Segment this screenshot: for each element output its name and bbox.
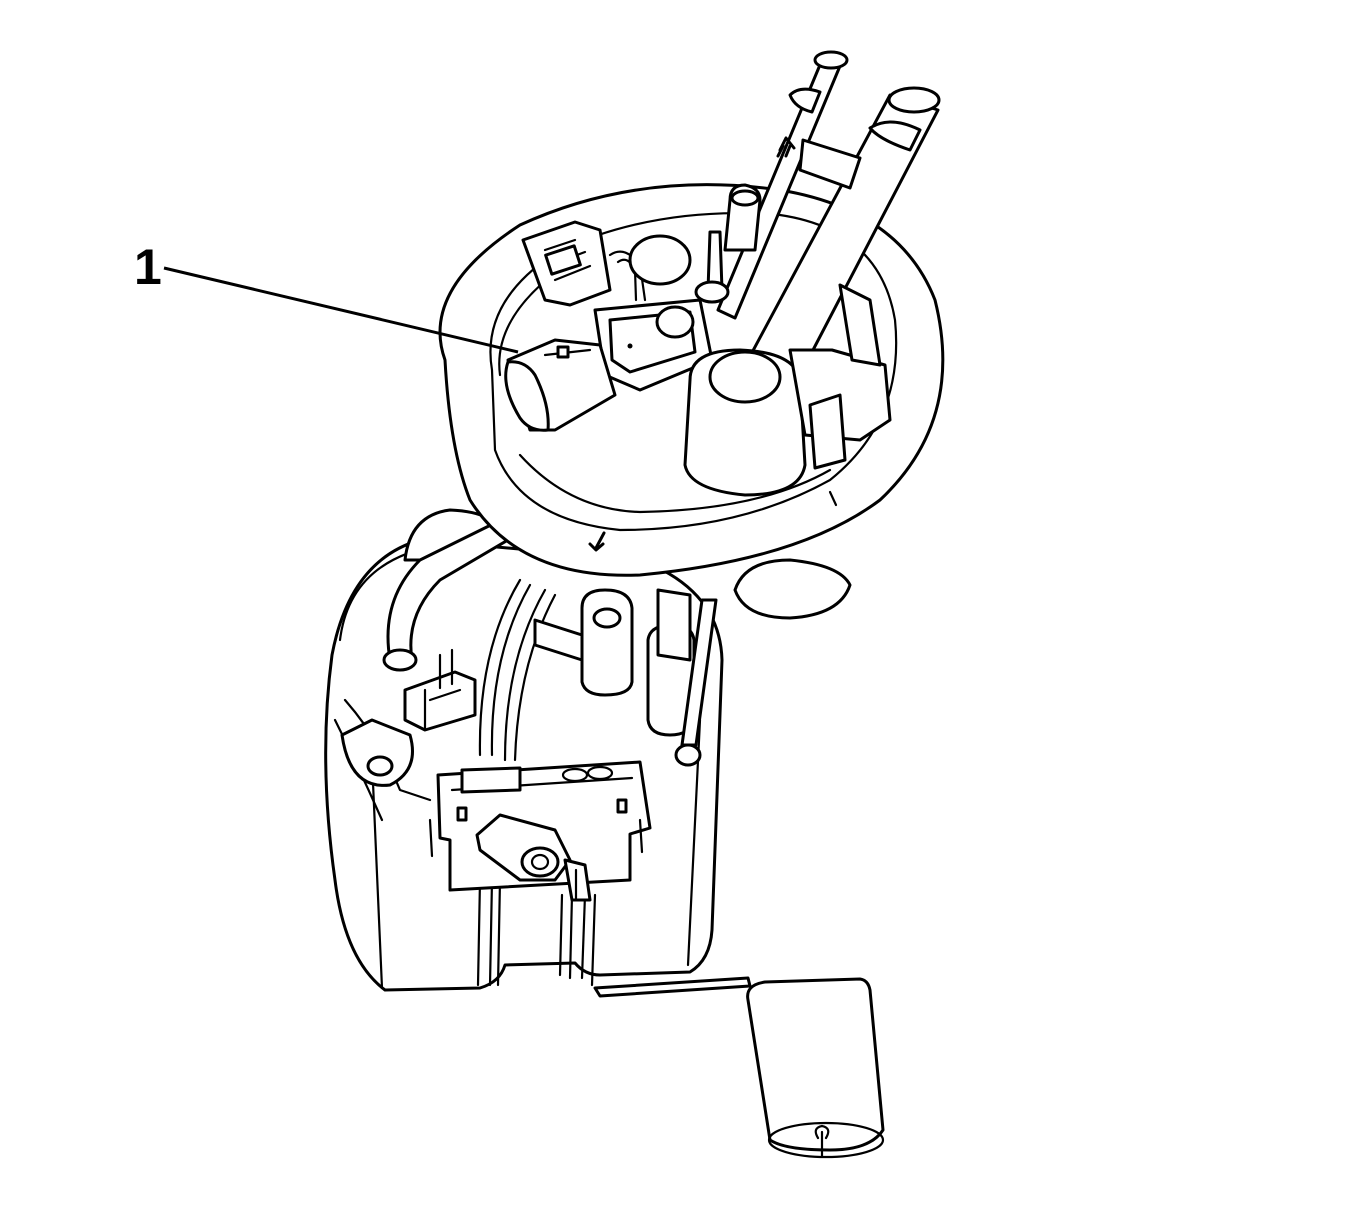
- fuel-flow-down-arrow: [588, 531, 606, 552]
- electrical-connector: [504, 338, 617, 432]
- fuel-flow-up-arrow: [776, 136, 796, 158]
- callout-1-leader-line: [163, 266, 519, 354]
- fuel-lines: [694, 50, 941, 377]
- cover-components: [504, 220, 892, 507]
- callout-1-label: 1: [134, 239, 162, 295]
- sender-bracket: [428, 760, 652, 902]
- fuel-level-float: [593, 976, 885, 1159]
